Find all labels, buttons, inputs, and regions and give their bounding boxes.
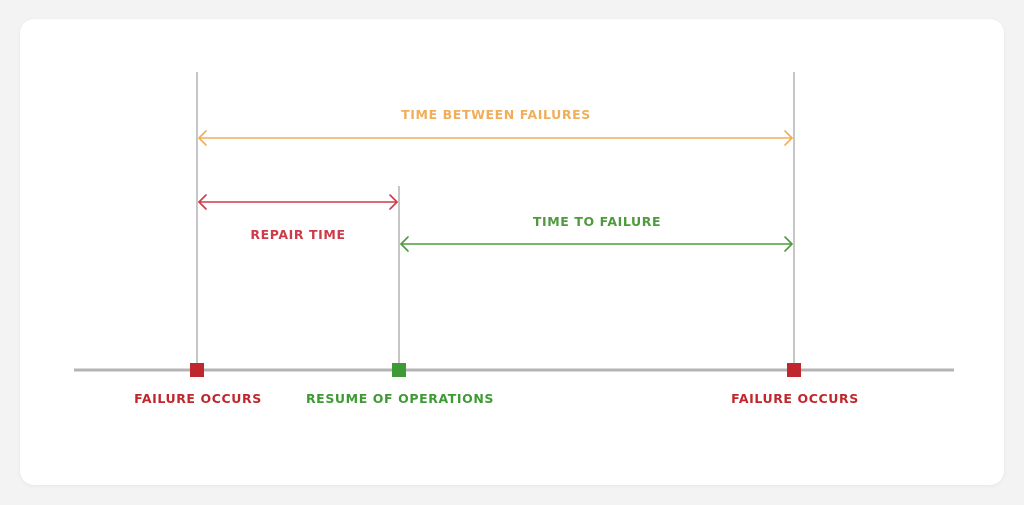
time-between-failures-arrow <box>198 130 793 146</box>
repair-time-label: REPAIR TIME <box>250 227 345 242</box>
failure-occurs-label-2: FAILURE OCCURS <box>731 391 859 406</box>
resume-of-operations-label: RESUME OF OPERATIONS <box>306 391 494 406</box>
resume-marker <box>392 363 406 377</box>
time-to-failure-arrow <box>400 236 793 252</box>
failure-occurs-label-1: FAILURE OCCURS <box>134 391 262 406</box>
failure-marker-2 <box>787 363 801 377</box>
time-between-failures-label: TIME BETWEEN FAILURES <box>401 107 591 122</box>
repair-time-arrow <box>198 194 398 210</box>
time-to-failure-label: TIME TO FAILURE <box>533 214 661 229</box>
diagram-card <box>20 19 1004 485</box>
failure-marker-1 <box>190 363 204 377</box>
